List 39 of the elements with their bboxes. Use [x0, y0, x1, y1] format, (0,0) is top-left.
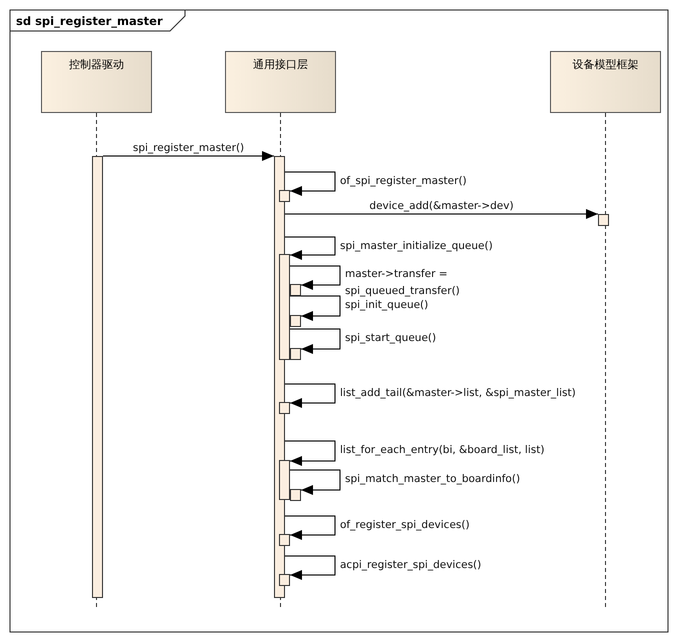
message-label: master->transfer = spi_queued_transfer() [345, 267, 461, 299]
message-label: spi_match_master_to_boardinfo() [345, 472, 520, 487]
activation-bar [290, 315, 301, 327]
message-arrow [284, 384, 336, 408]
activation-bar [290, 489, 301, 501]
activation-bar [290, 284, 301, 296]
message-arrow [284, 516, 336, 540]
message-label: acpi_register_spi_devices() [340, 558, 482, 573]
lifeline-head: 设备模型框架 [550, 51, 661, 113]
message-label: of_register_spi_devices() [340, 518, 470, 533]
message-arrow [284, 556, 336, 580]
message-arrow [284, 440, 336, 466]
frame-title: sd spi_register_master [16, 14, 163, 28]
activation-bar [279, 574, 290, 586]
message-arrow [290, 470, 340, 495]
lifeline-head: 通用接口层 [225, 51, 336, 113]
message-arrow [102, 151, 274, 161]
message-arrow [290, 266, 340, 290]
message-arrow [290, 328, 340, 354]
message-label: list_for_each_entry(bi, &board_list, list) [340, 443, 544, 458]
activation-bar [598, 214, 609, 226]
activation-bar [279, 190, 290, 202]
message-arrow [284, 209, 598, 219]
message-arrow [284, 236, 336, 260]
lifeline-head: 控制器驱动 [41, 51, 152, 113]
activation-bar [279, 460, 290, 500]
message-label: list_add_tail(&master->list, &spi_master_list) [340, 386, 576, 401]
activation-bar [290, 348, 301, 360]
message-label: spi_init_queue() [345, 298, 428, 313]
activation-bar [279, 402, 290, 414]
message-label: spi_register_master() [132, 141, 244, 156]
message-arrow [284, 172, 336, 196]
message-label: device_add(&master->dev) [369, 199, 514, 214]
message-label: of_spi_register_master() [340, 174, 467, 189]
activation-bar [279, 254, 290, 360]
message-label: spi_master_initialize_queue() [340, 239, 493, 254]
activation-bar [92, 156, 103, 598]
activation-bar [279, 534, 290, 546]
message-label: spi_start_queue() [345, 331, 436, 346]
